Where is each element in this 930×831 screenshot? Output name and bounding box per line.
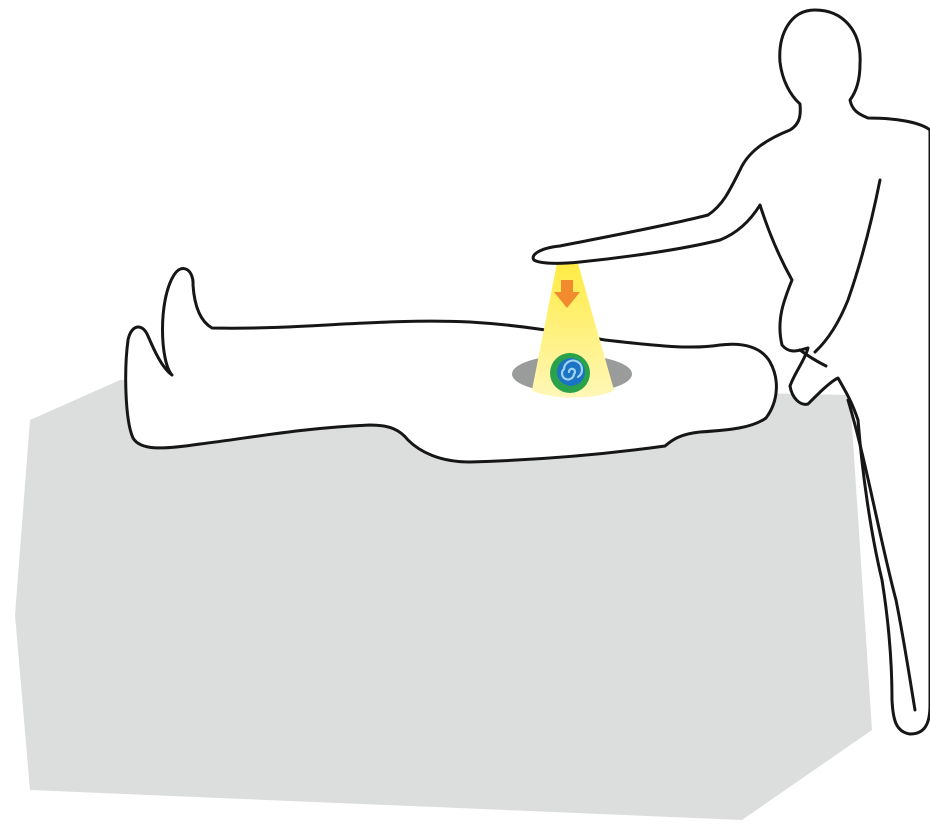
lying-person: [126, 268, 777, 462]
lying-person-outline: [126, 268, 777, 462]
spiral-icon: [550, 353, 590, 393]
